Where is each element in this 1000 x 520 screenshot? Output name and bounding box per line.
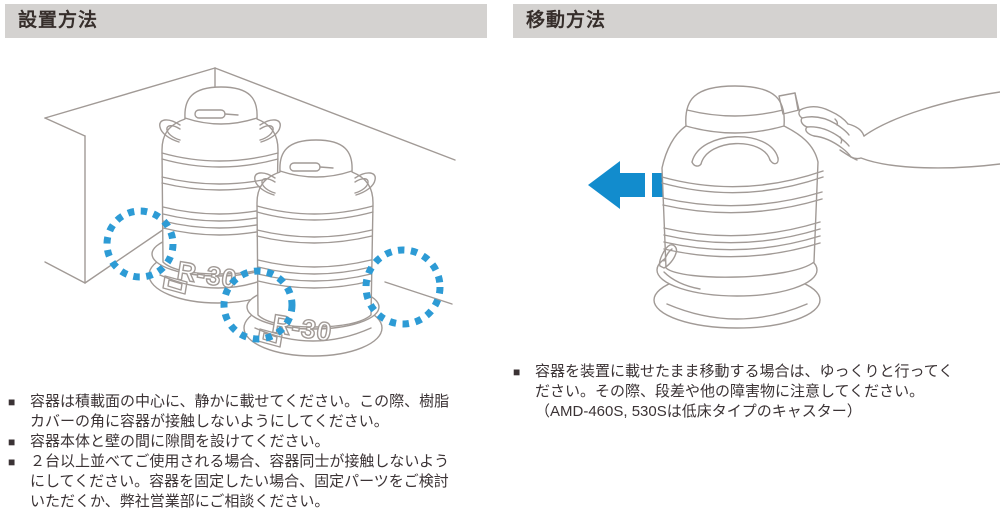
list-item: ■ ２台以上並べてご使用される場合、容器同士が接触しないよう にしてください。容… [8,452,486,512]
contact-point-circles [103,207,444,343]
note-line: いただくか、弊社営業部にご相談ください。 [30,493,330,510]
pushing-hand-illustration [798,91,1000,169]
contact-circle-between-icon [220,267,296,343]
installation-illustration: R-30 [44,67,456,357]
list-item: ■ 容器を装置に載せたまま移動する場合は、ゆっくりと行ってく ださい。その際、段… [513,362,999,422]
moving-notes: ■ 容器を装置に載せたまま移動する場合は、ゆっくりと行ってく ださい。その際、段… [513,362,999,422]
container-cap-details [184,109,258,125]
contact-circle-right-icon [362,246,444,328]
bullet-square-icon: ■ [8,435,16,449]
list-item: ■ 容器は積載面の中心に、静かに載せてください。この際、樹脂 カバーの角に容器が… [8,392,486,432]
bullet-square-icon: ■ [8,455,16,469]
installation-notes: ■ 容器は積載面の中心に、静かに載せてください。この際、樹脂 カバーの角に容器が… [8,392,486,512]
note-line: カバーの角に容器が接触しないようにしてください。 [30,413,389,430]
wall-corner-lines [44,67,456,305]
note-line: 容器本体と壁の間に隙間を設けてください。 [30,433,330,450]
bullet-square-icon: ■ [513,365,521,379]
moving-illustration [588,85,1000,329]
moving-container-body [661,85,819,278]
installation-section-title: 設置方法 [5,4,487,38]
note-line: ２台以上並べてご使用される場合、容器同士が接触しないよう [30,453,450,470]
moving-container-bands [661,170,824,258]
note-line: 容器は積載面の中心に、静かに載せてください。この際、樹脂 [30,393,450,410]
note-line: 容器を装置に載せたまま移動する場合は、ゆっくりと行ってく [535,363,954,380]
bullet-square-icon: ■ [8,395,16,409]
container-base-slot [162,275,188,295]
moving-section-title: 移動方法 [513,4,997,38]
container-handles [159,119,281,143]
contact-circle-wall-icon [103,207,177,281]
moving-container-handle [691,136,779,167]
note-line: にしてください。容器を固定したい場合、固定パーツをご検討 [30,473,449,490]
list-item: ■ 容器本体と壁の間に隙間を設けてください。 [8,432,486,452]
note-line: ださい。その際、段差や他の障害物に注意してください。 [535,383,925,400]
note-line: （AMD-460S, 530Sは低床タイプのキャスター） [535,403,862,420]
caster-base-details [658,244,808,320]
moving-container-cap [685,92,800,134]
cryo-container: R-30 [148,86,288,304]
